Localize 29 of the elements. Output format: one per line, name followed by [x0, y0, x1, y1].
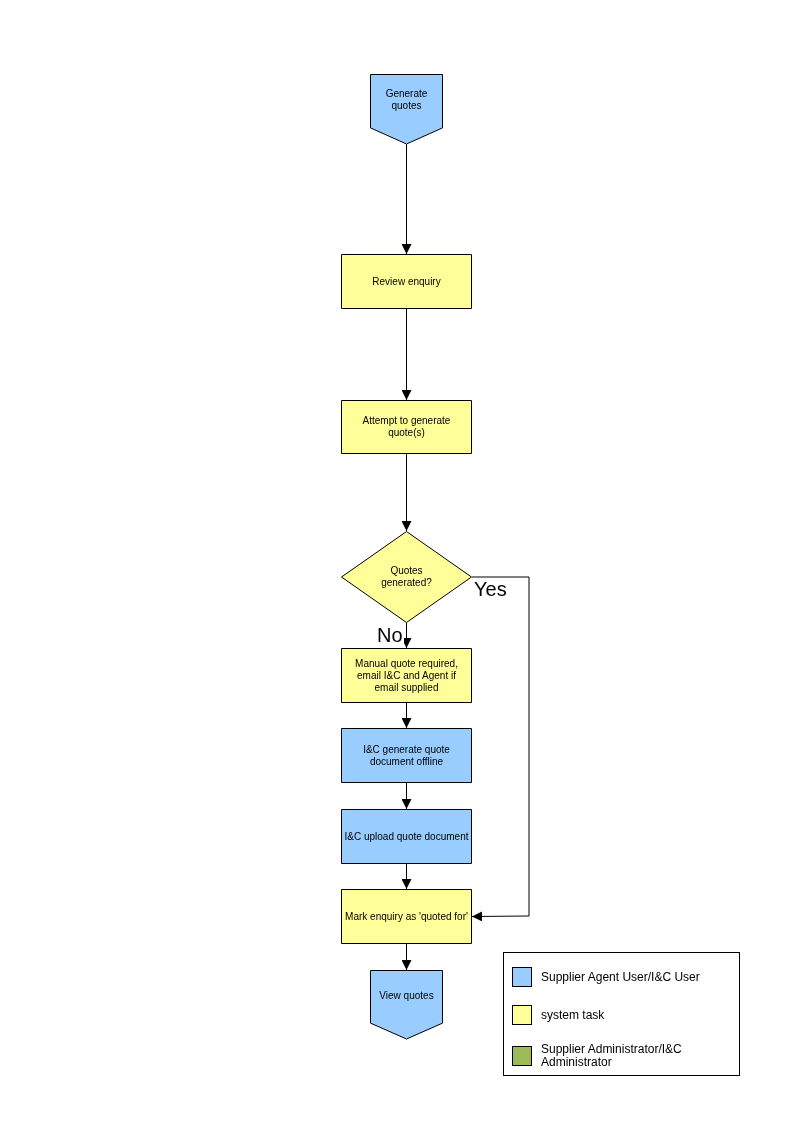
arrow	[401, 702, 412, 729]
legend-text: Supplier Agent User/I&C User	[541, 970, 701, 984]
process-box	[341, 728, 472, 783]
off-page-connector	[370, 970, 443, 1039]
arrow	[401, 143, 412, 255]
arrow	[401, 308, 412, 401]
node-text: I&C generate quote document offline	[362, 743, 451, 768]
process-box	[341, 400, 472, 454]
decision-diamond	[341, 531, 472, 623]
node-text: Generate quotes	[384, 88, 429, 112]
arrow	[401, 782, 412, 810]
node-text: Review enquiry	[371, 275, 442, 288]
node-text: Quotes generated?	[380, 565, 433, 589]
node-text: View quotes	[378, 990, 435, 1002]
legend-text: system task	[541, 1008, 606, 1022]
node-text: Manual quote required, email I&C and Agent if email supplied	[354, 657, 459, 694]
process-box	[341, 809, 472, 864]
process-box	[341, 254, 472, 309]
process-box	[341, 648, 472, 703]
process-box	[341, 889, 472, 944]
node-text: Mark enquiry as 'quoted for'	[344, 910, 469, 923]
arrow	[401, 453, 412, 532]
node-text: Attempt to generate quote(s)	[361, 415, 452, 439]
off-page-connector	[370, 74, 443, 144]
node-text: I&C upload quote document	[343, 830, 470, 843]
arrow	[401, 943, 412, 971]
legend-text: Supplier Administrator/I&C Administrator	[541, 1043, 683, 1069]
arrow	[471, 576, 530, 922]
arrow	[401, 863, 412, 890]
